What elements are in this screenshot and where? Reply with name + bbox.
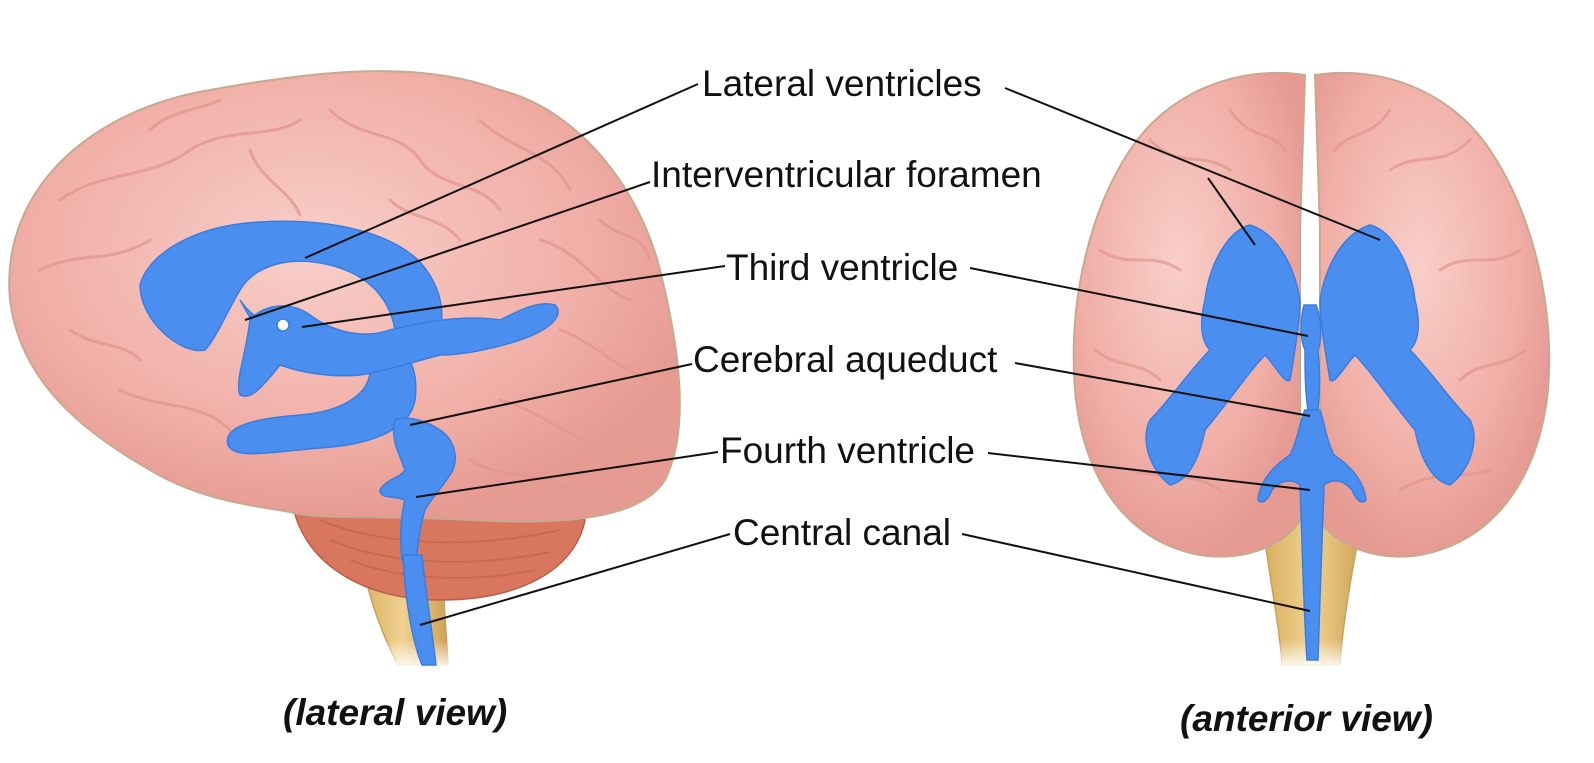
- leader-lateral-ventricles-left: [304, 83, 699, 259]
- leader-third-ventricle-left: [301, 265, 726, 328]
- lateral-cerebrum: [8, 70, 681, 523]
- leader-lateral-ventricles-branch: [1207, 177, 1256, 246]
- label-cerebral-aqueduct: Cerebral aqueduct: [693, 339, 998, 380]
- anterior-left-hemisphere: [1072, 71, 1307, 558]
- central-canal-shape: [402, 554, 437, 666]
- leader-lines: [244, 83, 1381, 626]
- leader-fourth-ventricle-left: [415, 451, 719, 498]
- caption-anterior-view: (anterior view): [1180, 698, 1433, 739]
- label-central-canal: Central canal: [733, 512, 952, 553]
- anterior-fourth-ventricle: [1257, 409, 1367, 661]
- anterior-view-brain: [1072, 71, 1551, 670]
- label-lateral-ventricles: Lateral ventricles: [702, 63, 982, 104]
- anterior-right-hemisphere: [1313, 71, 1551, 558]
- leader-interventricular-foramen: [244, 181, 651, 321]
- leader-central-canal-left: [419, 533, 731, 626]
- lateral-view-brain: [8, 70, 681, 670]
- leader-cerebral-aqueduct-left: [409, 363, 693, 426]
- lateral-view-ventricles: [139, 220, 559, 666]
- anterior-left-lateral-ventricle: [1145, 224, 1301, 486]
- anterior-view-ventricles: [1145, 224, 1475, 661]
- third-ventricle-shape: [237, 303, 559, 397]
- leader-central-canal-right: [961, 533, 1311, 612]
- leader-fourth-ventricle-right: [987, 452, 1311, 491]
- lateral-ventricle-body: [139, 220, 443, 352]
- label-interventricular-foramen: Interventricular foramen: [651, 154, 1042, 195]
- leader-cerebral-aqueduct-right: [1014, 362, 1311, 417]
- leader-third-ventricle-right: [969, 267, 1309, 337]
- anterior-third-ventricle: [1300, 304, 1322, 411]
- caption-lateral-view: (lateral view): [283, 692, 508, 733]
- leader-lateral-ventricles-right: [1004, 87, 1381, 241]
- label-third-ventricle: Third ventricle: [726, 247, 959, 288]
- label-fourth-ventricle: Fourth ventricle: [720, 430, 975, 471]
- anterior-right-lateral-ventricle: [1319, 224, 1475, 486]
